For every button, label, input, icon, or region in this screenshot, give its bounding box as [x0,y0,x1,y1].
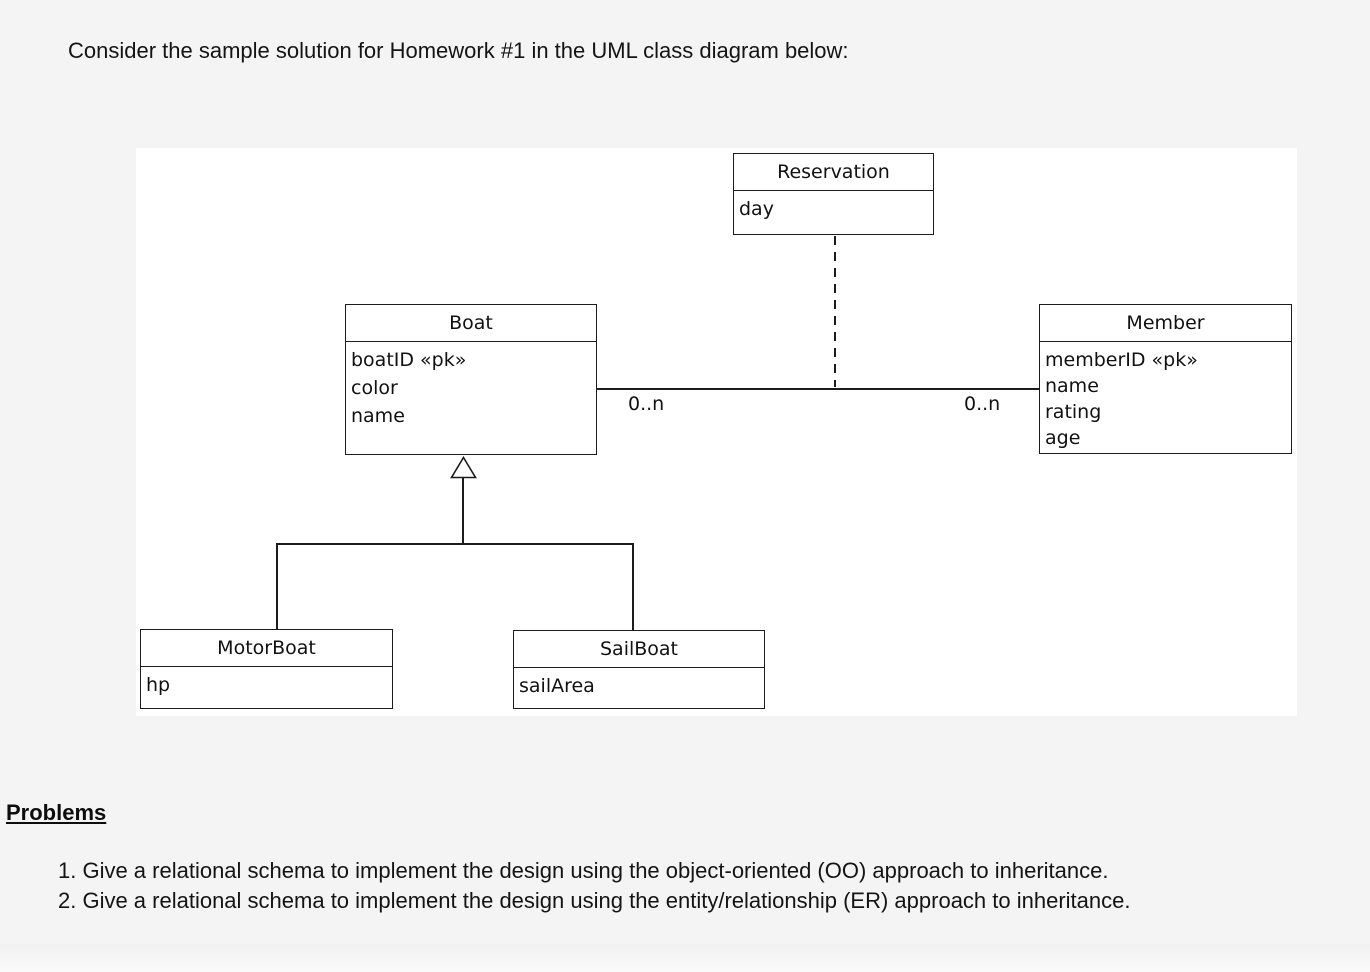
bottom-gradient-strip [0,944,1370,972]
uml-class-motorboat: MotorBoat hp [140,629,393,709]
uml-class-reservation-attributes: day [734,191,933,223]
uml-attribute-boatid: boatID «pk» [351,349,467,371]
uml-attribute-hp: hp [146,674,171,696]
uml-class-sailboat-name: SailBoat [514,631,764,668]
uml-attribute-sailarea: sailArea [519,675,595,697]
uml-class-reservation: Reservation day [733,153,934,235]
uml-class-sailboat-attributes: sailArea [514,668,764,700]
uml-class-member: Member memberID «pk» name rating age [1039,304,1292,454]
uml-attribute-age: age [1045,427,1081,449]
association-line-boat-member [597,388,1039,390]
uml-class-boat-attributes: boatID «pk» color name [346,342,596,430]
uml-class-sailboat: SailBoat sailArea [513,630,765,709]
problem-item-2: 2. Give a relational schema to implement… [58,888,1131,913]
uml-class-member-attributes: memberID «pk» name rating age [1040,342,1291,451]
uml-class-boat-name: Boat [346,305,596,342]
problems-list: 1. Give a relational schema to implement… [58,856,1130,916]
uml-class-motorboat-attributes: hp [141,667,392,699]
problems-heading: Problems [6,800,107,825]
uml-class-member-name: Member [1040,305,1291,342]
intro-text: Consider the sample solution for Homewor… [68,38,849,63]
uml-attribute-memberid: memberID «pk» [1045,349,1198,371]
association-class-dashed-line [834,236,836,387]
multiplicity-member-end: 0..n [964,393,1001,415]
generalization-stem-line [462,478,464,543]
uml-diagram-canvas: Reservation day Boat boatID «pk» color n… [136,148,1297,716]
generalization-drop-motorboat [276,543,278,629]
uml-class-motorboat-name: MotorBoat [141,630,392,667]
problem-item-1: 1. Give a relational schema to implement… [58,858,1109,883]
generalization-triangle-icon [450,456,477,479]
multiplicity-boat-end: 0..n [628,393,665,415]
uml-attribute-day: day [739,198,774,220]
generalization-drop-sailboat [632,543,634,630]
uml-attribute-member-name: name [1045,375,1099,397]
uml-class-boat: Boat boatID «pk» color name [345,304,597,455]
uml-class-reservation-name: Reservation [734,154,933,191]
uml-attribute-rating: rating [1045,401,1102,423]
uml-attribute-color: color [351,377,398,399]
uml-attribute-name: name [351,405,405,427]
generalization-crossbar-line [276,543,634,545]
